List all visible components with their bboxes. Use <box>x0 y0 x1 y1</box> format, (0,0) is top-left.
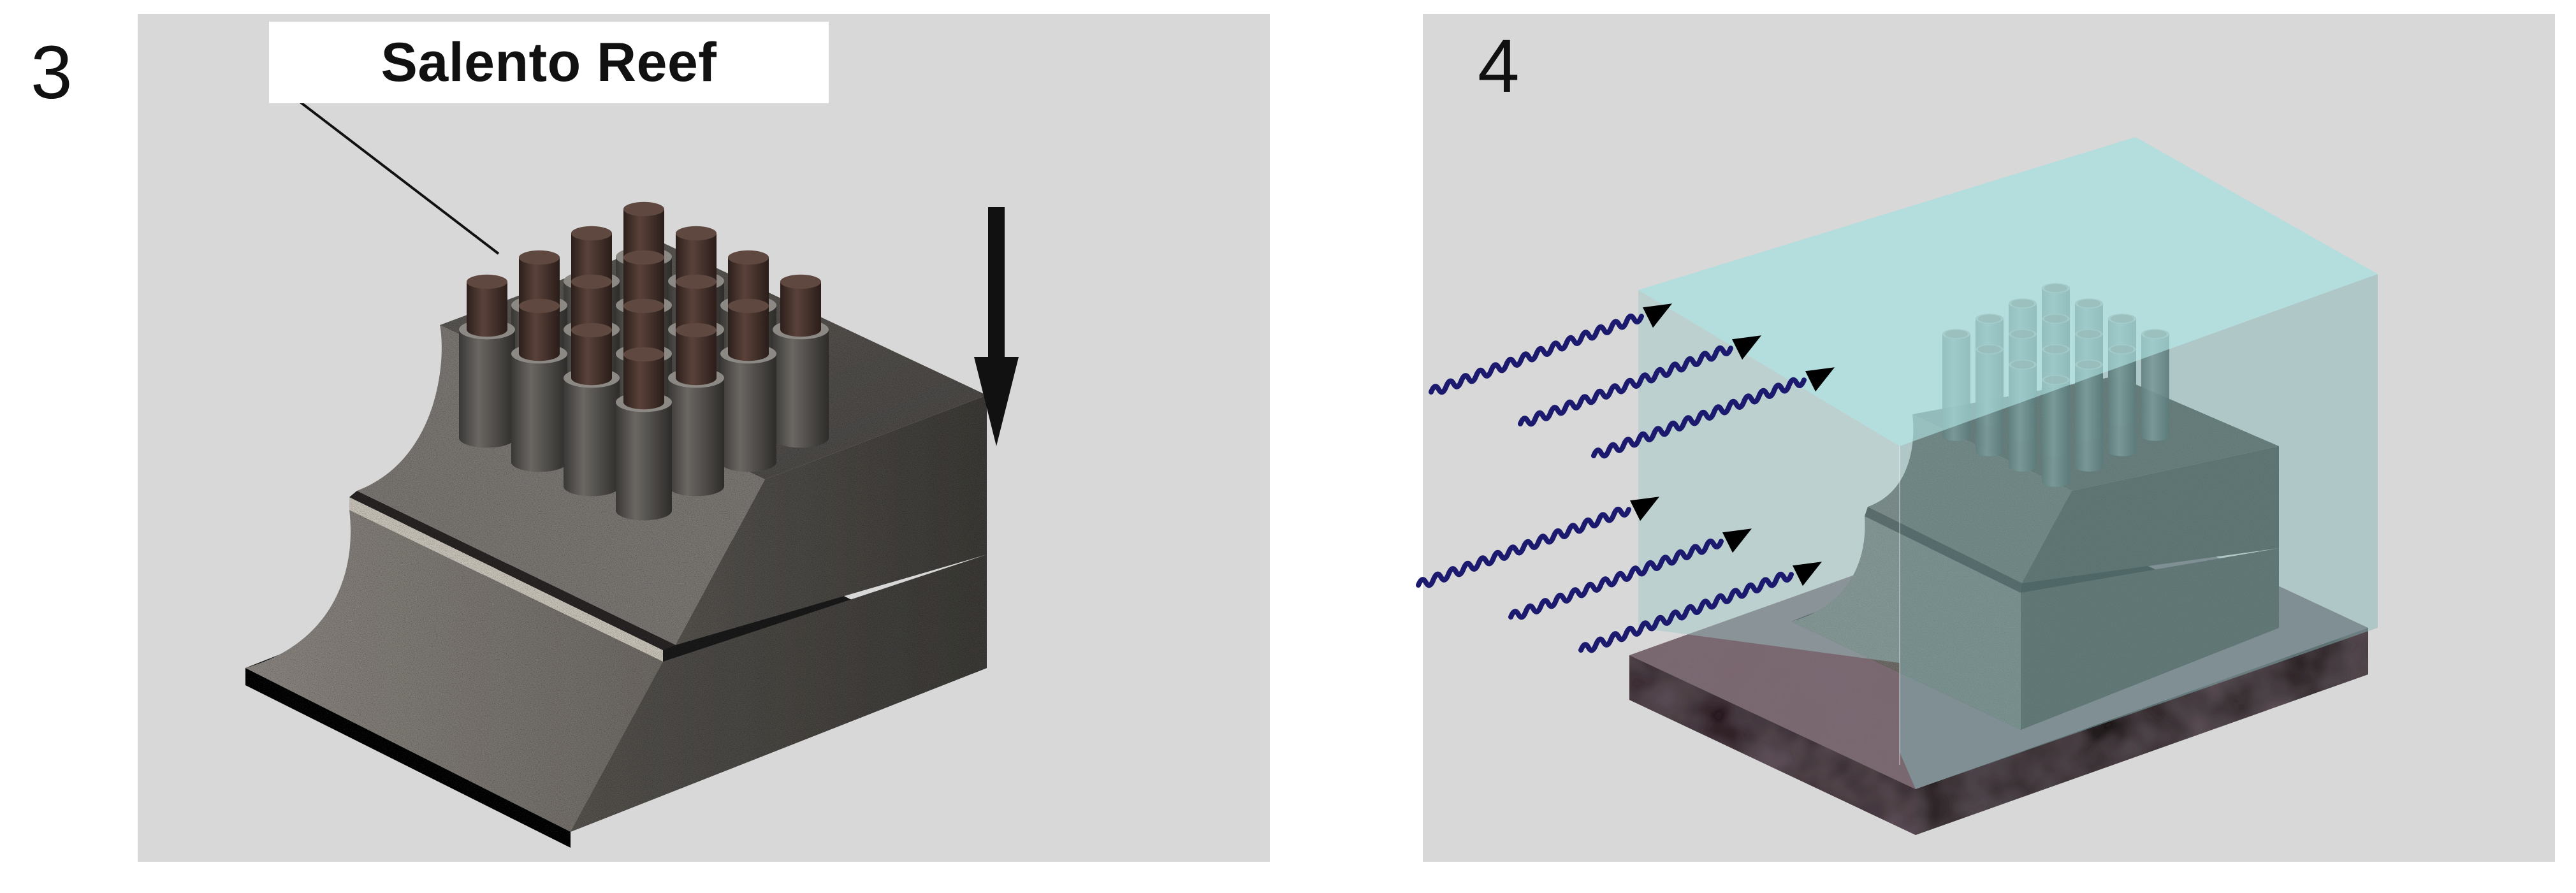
wave-arrow-icon <box>1416 506 1631 588</box>
pile-array <box>459 201 829 521</box>
wave-arrows <box>1416 303 1835 653</box>
wave-arrowhead <box>1722 528 1752 553</box>
wave-arrow-icon <box>1518 345 1733 427</box>
wave-arrow-icon <box>1591 377 1807 459</box>
panel-4 <box>1416 14 2555 862</box>
wave-arrow-icon <box>1508 538 1724 620</box>
panel-3-number: 3 <box>31 31 73 115</box>
wave-arrowhead <box>1732 335 1761 360</box>
callout-leader-line <box>289 93 500 255</box>
wave-arrowhead <box>1643 303 1672 328</box>
wave-arrow-icon <box>1578 571 1794 653</box>
pile <box>564 323 620 497</box>
wave-arrowhead <box>1793 562 1822 586</box>
wave-arrowhead <box>1805 367 1835 392</box>
pile <box>459 274 515 448</box>
salento-reef-label: Salento Reef <box>269 22 829 103</box>
panel-3 <box>138 14 1270 862</box>
wave-arrowhead <box>1630 497 1659 521</box>
pile <box>511 298 567 472</box>
down-arrow-icon <box>974 207 1019 446</box>
pile <box>616 347 672 521</box>
pile <box>720 298 776 472</box>
panel-4-number: 4 <box>1478 24 1520 108</box>
pile <box>668 323 724 497</box>
pile <box>773 274 829 448</box>
wave-arrow-icon <box>1429 313 1644 395</box>
